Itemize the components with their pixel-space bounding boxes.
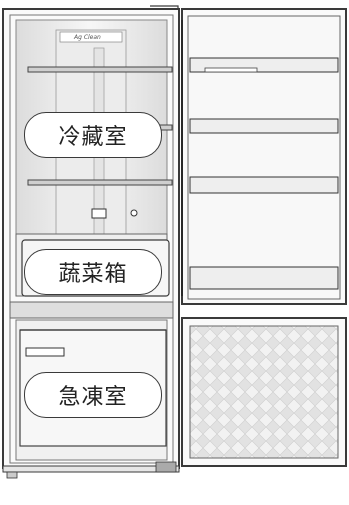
fridge-shelf-1 bbox=[27, 66, 173, 73]
fridge-shelf-3 bbox=[27, 179, 173, 186]
freezer-compartment-label: 急凍室 bbox=[24, 372, 162, 418]
freezer-door-quilted-liner bbox=[189, 325, 339, 459]
freezer-divider bbox=[9, 301, 174, 319]
door-bin-3 bbox=[189, 176, 339, 194]
cabinet-inner bbox=[9, 14, 174, 464]
cabinet-base bbox=[2, 465, 180, 473]
right-foot bbox=[155, 461, 177, 473]
vegetable-compartment-label: 蔬菜箱 bbox=[24, 249, 162, 295]
fridge-compartment-label: 冷藏室 bbox=[24, 112, 162, 158]
filter-badge-label: Ag Clean bbox=[74, 34, 101, 41]
door-bin-2 bbox=[189, 118, 339, 134]
door-bin-4 bbox=[189, 266, 339, 290]
ice-tray bbox=[25, 347, 65, 357]
door-bin-1-label bbox=[204, 67, 258, 73]
control-panel bbox=[91, 208, 107, 219]
left-foot bbox=[6, 471, 18, 479]
filter-badge bbox=[59, 31, 123, 43]
control-knob-icon bbox=[130, 209, 138, 217]
